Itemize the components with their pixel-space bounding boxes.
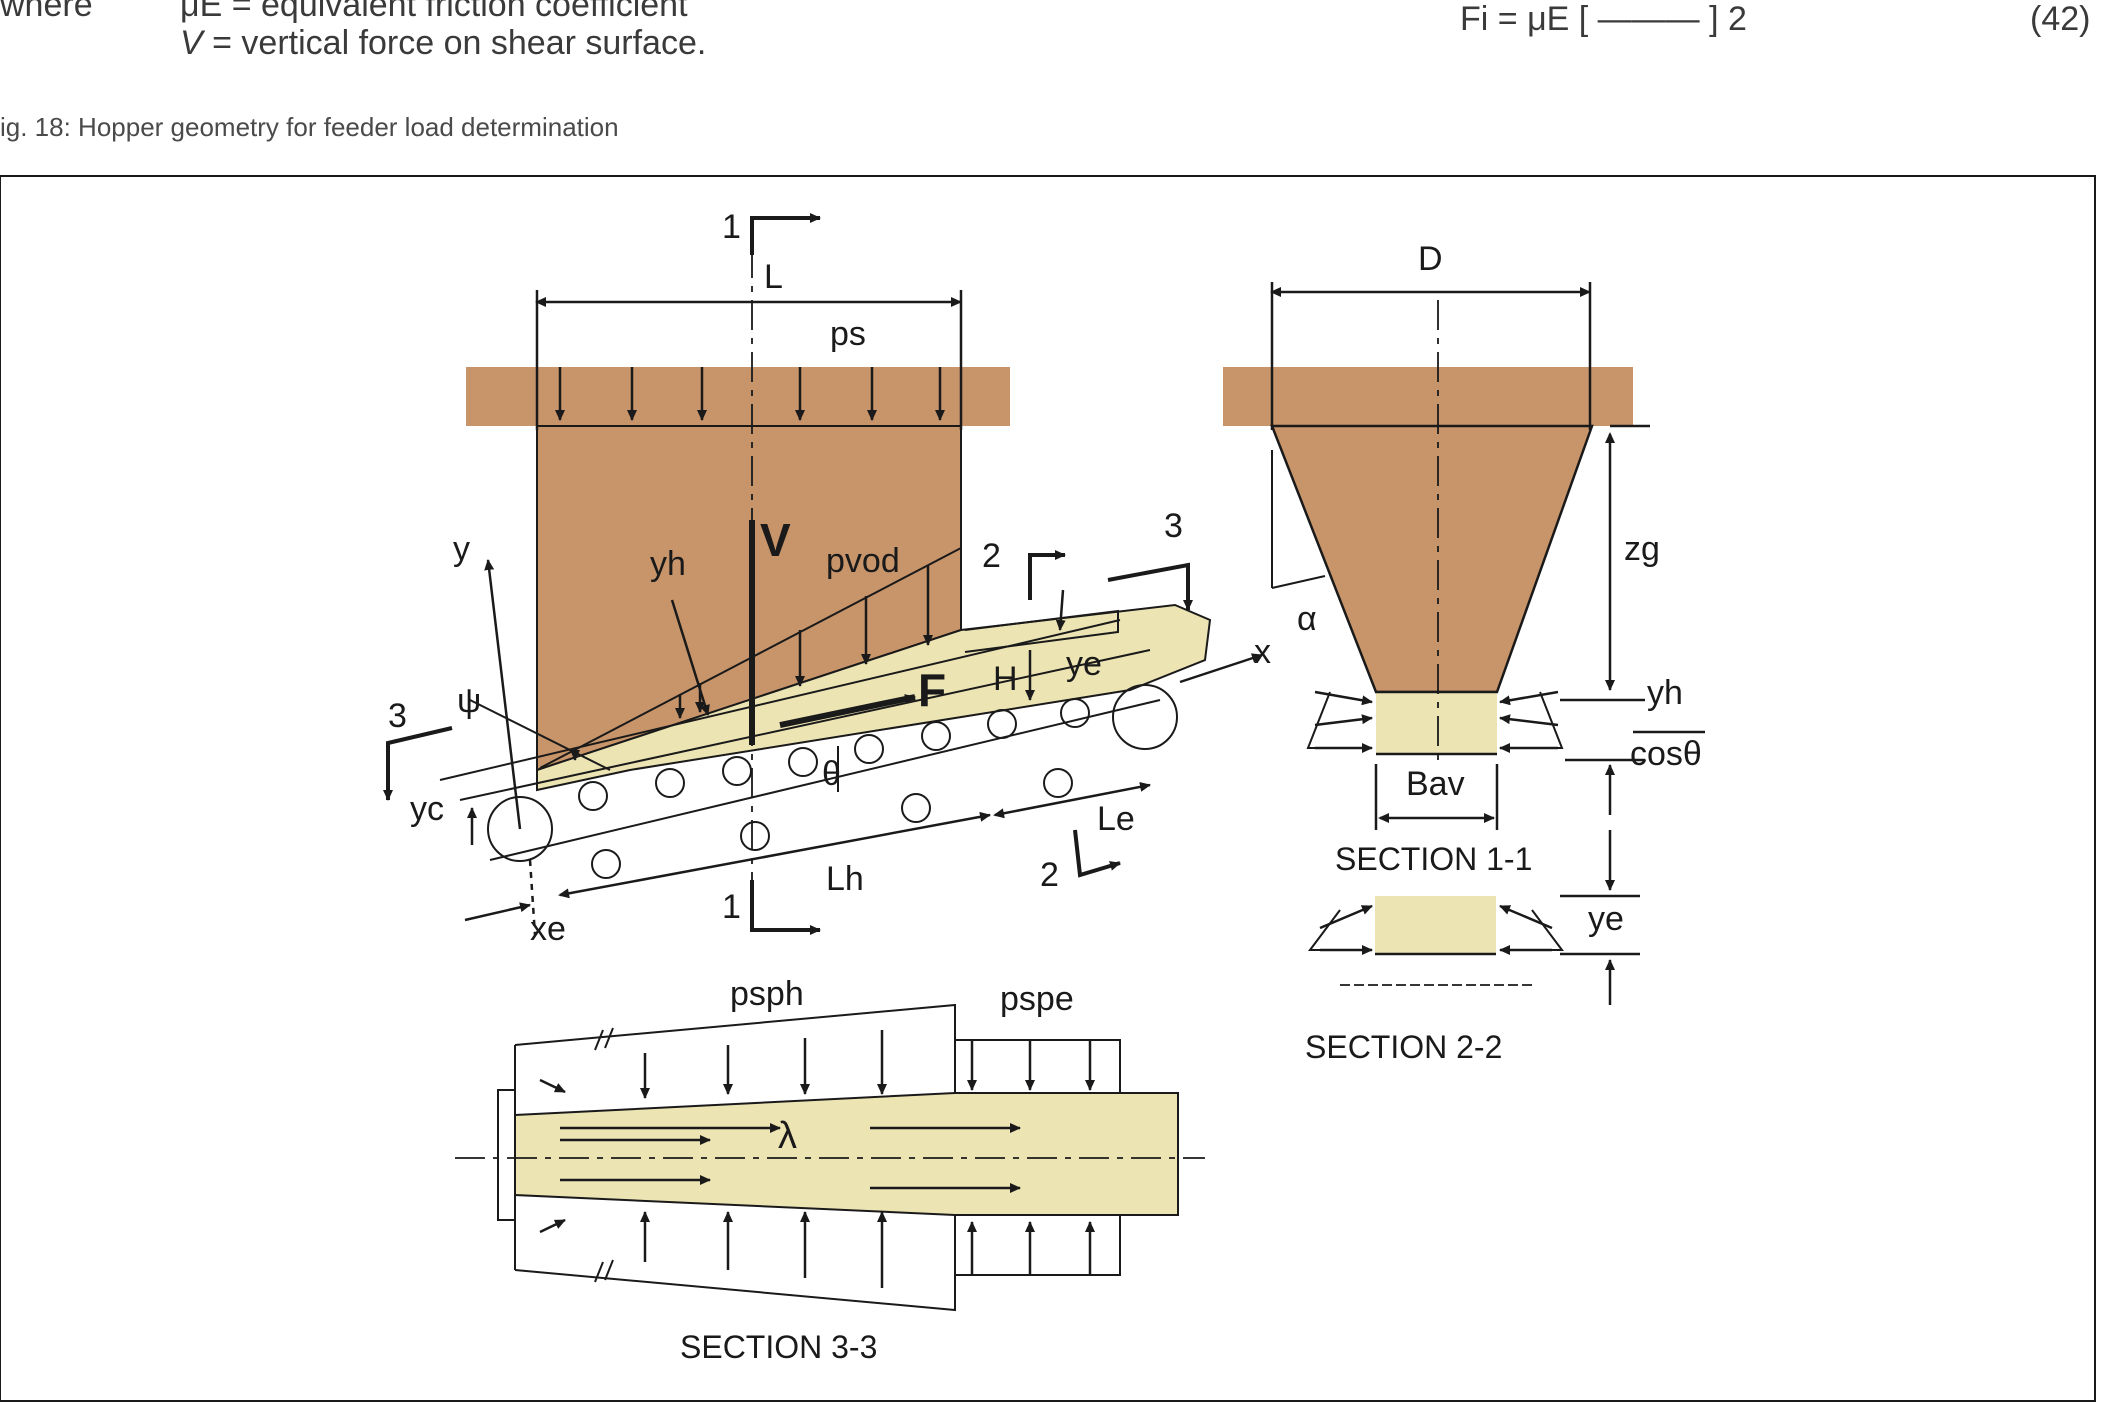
label-yc: yc <box>410 790 444 828</box>
label-F: F <box>918 664 946 716</box>
label-pvod: pvod <box>826 542 900 580</box>
equation-number: (42) <box>2030 0 2091 38</box>
label-Bav: Bav <box>1406 765 1465 803</box>
figure-caption: ig. 18: Hopper geometry for feeder load … <box>0 112 619 142</box>
section-3-3-material <box>514 1092 1179 1216</box>
section-3-3-labels: psph pspe λ SECTION 3-3 <box>680 975 1074 1365</box>
label-H: H <box>993 660 1018 698</box>
vertical-force-text: = vertical force on shear surface. <box>202 24 707 62</box>
section-1-1-view <box>1223 282 1705 830</box>
label-section-2-2: SECTION 2-2 <box>1305 1029 1502 1065</box>
label-section-2-top: 2 <box>982 537 1001 575</box>
label-theta: θ <box>822 755 841 793</box>
label-ye-right: ye <box>1588 900 1624 938</box>
equation: Fi = μE [ ——— ] 2 <box>1460 0 1747 38</box>
bin-plate <box>466 367 1010 426</box>
vertical-force-definition: V = vertical force on shear surface. <box>180 24 706 63</box>
label-yh: yh <box>650 545 686 583</box>
side-view-labels: 1 L ps y yh V pvod 2 3 F H ye x 3 ψ θ yc… <box>388 208 1271 948</box>
label-y-axis: y <box>453 530 470 568</box>
section-2-2-view <box>1308 830 1640 1005</box>
label-alpha: α <box>1297 600 1317 638</box>
label-D: D <box>1418 240 1443 278</box>
where-label: where <box>0 0 93 24</box>
label-section-3-right: 3 <box>1164 507 1183 545</box>
pvod-arrows <box>570 565 933 761</box>
vertical-force-variable: V <box>180 24 203 62</box>
label-V: V <box>760 514 791 566</box>
section-2-2-material <box>1375 896 1496 954</box>
section-2-2-labels: ye SECTION 2-2 <box>1305 900 1624 1065</box>
ps-arrows <box>555 367 945 421</box>
label-zg: zg <box>1624 530 1660 568</box>
label-Le: Le <box>1097 800 1135 838</box>
label-psph: psph <box>730 975 804 1013</box>
label-section-1-1: SECTION 1-1 <box>1335 841 1532 877</box>
label-pspe: pspe <box>1000 980 1074 1018</box>
section-1-1-hopper <box>1270 424 1594 694</box>
label-L: L <box>764 258 783 296</box>
label-x-axis: x <box>1254 633 1271 671</box>
label-psi: ψ <box>457 682 481 720</box>
figure-frame <box>0 175 2096 1402</box>
label-xe: xe <box>530 910 566 948</box>
side-view <box>383 213 1263 936</box>
label-ye: ye <box>1066 645 1102 683</box>
label-lambda: λ <box>778 1115 797 1157</box>
label-section-2-bottom: 2 <box>1040 856 1059 894</box>
label-section-1-bottom: 1 <box>722 888 741 926</box>
section-3-3-view <box>455 1003 1205 1312</box>
section-1-1-labels: D zg α yh cosθ Bav SECTION 1-1 <box>1297 240 1702 877</box>
label-section-1-top: 1 <box>722 208 741 246</box>
label-section-3-left: 3 <box>388 697 407 735</box>
label-yh-right: yh <box>1647 674 1683 712</box>
label-Lh: Lh <box>826 860 864 898</box>
label-ps: ps <box>830 315 866 353</box>
section-1-1-plate <box>1223 367 1633 426</box>
label-cos-theta: cosθ <box>1630 735 1702 773</box>
label-section-3-3: SECTION 3-3 <box>680 1329 877 1365</box>
section-1-1-material <box>1376 692 1497 754</box>
coefficient-definition: μE = equivalent friction coefficient <box>180 0 688 24</box>
